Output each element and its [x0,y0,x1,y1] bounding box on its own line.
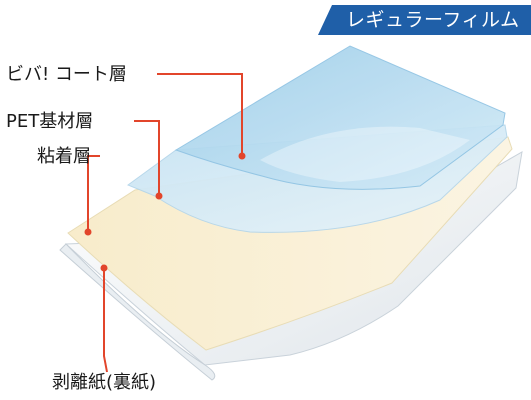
coat-layer-label: ビバ! コート層 [6,64,127,85]
release-leader-dot [100,264,108,272]
adhesive-layer-label: 粘着層 [37,146,91,167]
coat-leader-dot [238,152,246,160]
coat-layer [174,45,506,190]
pet-layer-label: PET基材層 [6,111,94,132]
release-paper-label: 剥離紙(裏紙) [52,372,157,393]
film-type-badge: レギュラーフィルム [318,5,531,35]
release-paper-curl [59,243,216,381]
film-type-badge-text: レギュラーフィルム [346,9,520,31]
release-leader-line [103,268,108,373]
pet-leader-line [134,120,160,196]
pet-leader-dot [155,192,163,200]
adhesive-leader-line [87,155,100,232]
coat-layer-highlight [260,126,470,182]
adhesive-leader-dot [84,228,92,236]
coat-leader-line [157,73,243,156]
